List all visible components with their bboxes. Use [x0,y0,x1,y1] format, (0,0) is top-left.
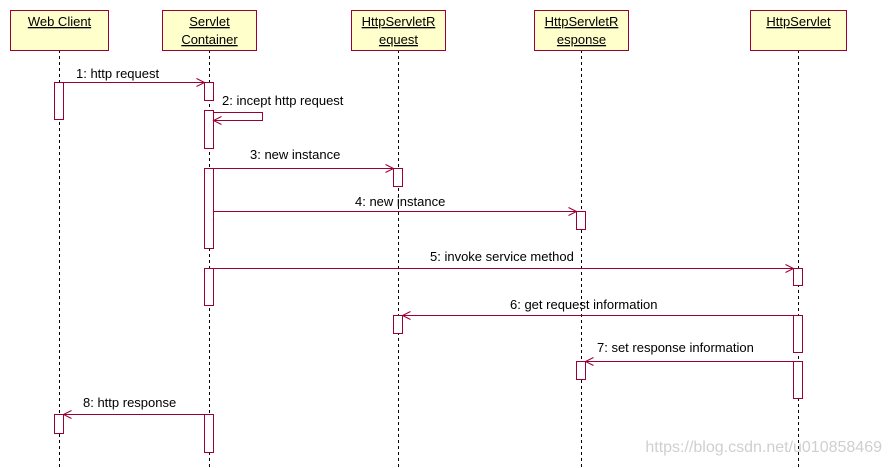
activation-web-client-2 [54,414,64,434]
arrowhead-icon [385,164,395,173]
participant-name: HttpServlet [766,14,831,29]
participant-name: Web Client [28,14,92,29]
activation-http-servlet-response-2 [576,361,586,380]
message-8: 8: http response [62,395,205,419]
participant-name-line-1: Servlet [189,14,230,29]
message-6: 6: get request information [401,297,794,320]
message-label: 4: new instance [355,194,445,209]
activation-http-servlet-2 [793,315,803,353]
activation-servlet-container-1 [204,82,214,101]
message-label: 3: new instance [250,147,340,162]
message-4: 4: new instance [213,194,578,216]
participant-box [10,10,109,51]
participant-box [750,10,847,51]
activation-web-client-1 [54,82,64,120]
participant-name-line-1: HttpServletR [545,14,619,29]
activation-servlet-container-3 [204,168,214,249]
participant-web-client: Web Client [10,10,109,51]
arrowhead-icon [62,410,72,419]
message-2-self-call: 2: incept http request [212,93,344,125]
activation-bars [54,82,803,453]
arrowhead-icon [196,78,206,87]
participant-http-servlet: HttpServlet [750,10,847,51]
activation-http-servlet-request-2 [393,315,403,334]
participant-name-line-1: HttpServletR [362,14,436,29]
participant-box [351,10,446,51]
arrowhead-icon [401,311,411,320]
message-7: 7: set response information [584,340,794,366]
arrowhead-icon [212,116,222,125]
participant-http-servlet-response: HttpServletR esponse [534,10,629,51]
participant-name-line-2: equest [379,32,418,47]
arrowhead-icon [785,264,795,273]
message-5: 5: invoke service method [213,249,795,273]
message-label: 1: http request [76,66,159,81]
message-arrow-line [213,112,263,121]
participant-box [534,10,629,51]
arrowhead-icon [568,207,578,216]
participant-box [162,10,257,51]
activation-http-servlet-request-1 [393,168,403,187]
message-label: 7: set response information [597,340,754,355]
participant-servlet-container: Servlet Container [162,10,257,51]
message-label: 6: get request information [510,297,657,312]
arrowhead-icon [584,357,594,366]
watermark: https://blog.csdn.net/u010858469 [645,439,882,456]
participant-name-line-2: Container [181,32,238,47]
activation-http-servlet-response-1 [576,211,586,230]
message-1: 1: http request [63,66,206,87]
participant-http-servlet-request: HttpServletR equest [351,10,446,51]
activation-servlet-container-4 [204,268,214,306]
message-label: 5: invoke service method [430,249,574,264]
activation-http-servlet-3 [793,361,803,399]
activation-http-servlet-1 [793,268,803,286]
activation-servlet-container-5 [204,414,214,453]
participant-name-line-2: esponse [557,32,606,47]
message-label: 2: incept http request [222,93,344,108]
activation-servlet-container-2 [204,110,214,149]
message-3: 3: new instance [213,147,395,173]
message-label: 8: http response [83,395,176,410]
